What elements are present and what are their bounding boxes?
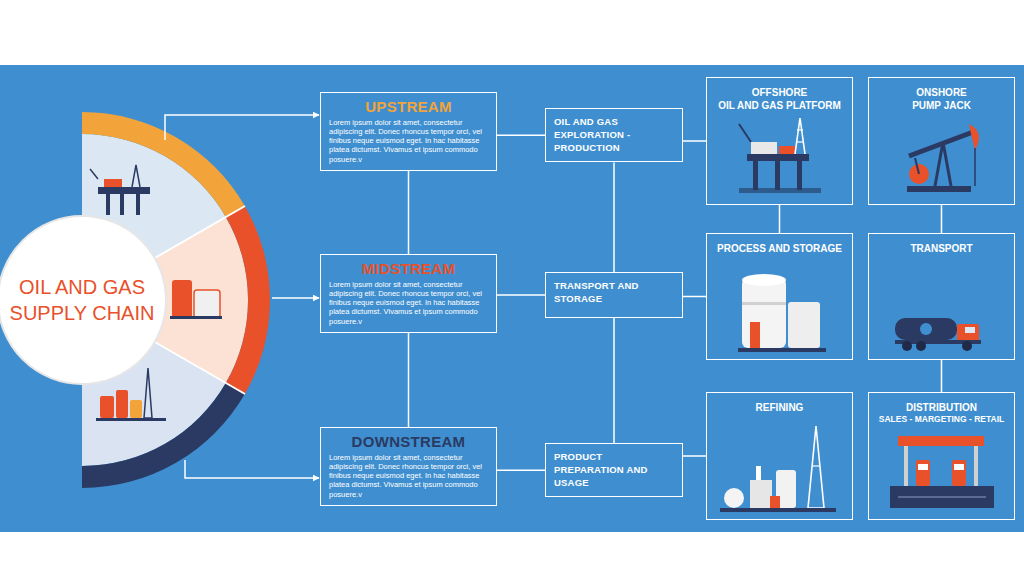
connector-line xyxy=(497,469,545,471)
step-box: TRANSPORT AND STORAGE xyxy=(545,272,683,318)
card-subtitle: PUMP JACK xyxy=(873,99,1010,112)
onshore-card: ONSHOREPUMP JACK xyxy=(868,77,1015,205)
tanker-truck-illustration xyxy=(895,318,981,351)
offshore-card: OFFSHOREOIL AND GAS PLATFORM xyxy=(706,77,853,205)
connector-line xyxy=(683,455,706,457)
supply-chain-fan xyxy=(0,112,270,488)
connector-line xyxy=(683,140,706,142)
stage-body: Lorem ipsum dolor sit amet, consectetur … xyxy=(329,280,488,326)
step-label: OIL AND GAS EXPLORATION - PRODUCTION xyxy=(554,116,674,154)
petrol-station-illustration xyxy=(890,436,994,508)
step-box: PRODUCT PREPARATION AND USAGE xyxy=(545,443,683,497)
card-title: OFFSHORE xyxy=(711,86,848,99)
connector-line xyxy=(497,294,545,296)
card-title: DISTRIBUTION xyxy=(873,401,1010,414)
connector-arrow xyxy=(185,460,319,478)
circle-title: OIL AND GAS SUPPLY CHAIN xyxy=(4,274,160,326)
supply-chain-circle: OIL AND GAS SUPPLY CHAIN xyxy=(0,112,272,488)
connector-line xyxy=(683,296,706,298)
distribution-card: DISTRIBUTIONSALES - MARGETING - RETAIL xyxy=(868,392,1015,520)
step-box: OIL AND GAS EXPLORATION - PRODUCTION xyxy=(545,108,683,162)
process-card: PROCESS AND STORAGE xyxy=(706,233,853,360)
tanks-icon xyxy=(170,280,222,319)
refinery-icon xyxy=(96,368,166,421)
card-title: TRANSPORT xyxy=(873,242,1010,255)
connector-line xyxy=(408,171,410,254)
upstream-box: UPSTREAM Lorem ipsum dolor sit amet, cons… xyxy=(320,92,497,171)
card-title: PROCESS AND STORAGE xyxy=(711,242,848,255)
connector-line xyxy=(497,134,545,136)
stage-title: UPSTREAM xyxy=(329,98,488,115)
card-title: REFINING xyxy=(711,401,848,414)
step-label: TRANSPORT AND STORAGE xyxy=(554,280,674,306)
card-subtitle: OIL AND GAS PLATFORM xyxy=(711,99,848,112)
connector-arrow xyxy=(272,297,319,299)
step-label: PRODUCT PREPARATION AND USAGE xyxy=(554,451,674,489)
stage-title: MIDSTREAM xyxy=(329,260,488,277)
refinery-illustration xyxy=(720,426,836,512)
stage-body: Lorem ipsum dolor sit amet, consectetur … xyxy=(329,118,488,164)
storage-tanks-illustration xyxy=(738,274,826,352)
card-subtitle: SALES - MARGETING - RETAIL xyxy=(873,414,1010,425)
connector-line xyxy=(779,205,781,233)
transport-card: TRANSPORT xyxy=(868,233,1015,360)
connector-arrow xyxy=(165,115,319,140)
pump-jack-illustration xyxy=(907,124,979,192)
connector-line xyxy=(613,318,615,443)
downstream-box: DOWNSTREAM Lorem ipsum dolor sit amet, co… xyxy=(320,427,497,506)
refining-card: REFINING xyxy=(706,392,853,520)
card-title: ONSHORE xyxy=(873,86,1010,99)
midstream-box: MIDSTREAM Lorem ipsum dolor sit amet, con… xyxy=(320,254,497,333)
offshore-platform-illustration xyxy=(739,118,821,193)
stage-title: DOWNSTREAM xyxy=(329,433,488,450)
stage-body: Lorem ipsum dolor sit amet, consectetur … xyxy=(329,453,488,499)
platform-icon xyxy=(90,165,150,215)
connector-line xyxy=(408,333,410,427)
connector-line xyxy=(941,360,943,392)
connector-line xyxy=(613,162,615,272)
connector-line xyxy=(941,205,943,233)
